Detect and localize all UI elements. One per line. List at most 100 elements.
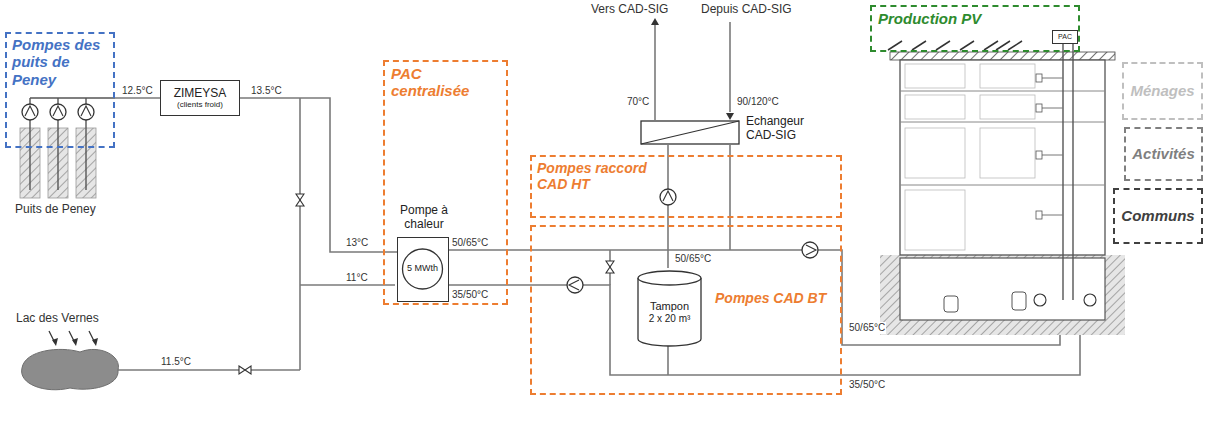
pipe-connector (115, 97, 160, 99)
rain-arrow-head (52, 338, 58, 346)
radiator-symbol (1036, 74, 1042, 82)
well-pipe (85, 120, 86, 190)
pv-panel (960, 41, 974, 50)
circulator-symbol (1084, 294, 1096, 306)
cad-sig-pipe (729, 22, 731, 112)
branch-pipe (1042, 215, 1063, 216)
dashed-group: PAC centraliséePompe à chaleur5 MWth (383, 60, 508, 305)
node-text: Communs (1121, 207, 1194, 224)
node-text: Production PV (878, 10, 981, 27)
node-text: 5 MWth (398, 263, 447, 273)
temperature-label: 35/50°C (848, 379, 886, 391)
heat-exchanger-outline (640, 120, 740, 145)
pump-symbol (78, 104, 94, 120)
pipe-connector (240, 98, 397, 252)
temperature-label: 50/65°C (674, 253, 712, 265)
temperature-label: 50/65°C (451, 237, 489, 249)
heat-pump: Pompe à chaleur5 MWth (397, 237, 449, 302)
temperature-label: Vers CAD-SIG (590, 3, 669, 17)
valve-symbol (239, 366, 251, 374)
boiler-symbol (944, 296, 958, 312)
lake-shape (22, 349, 119, 389)
rain-arrow-head (92, 338, 98, 346)
floor-line (900, 91, 1105, 92)
well-pipe (85, 98, 86, 104)
pipe-connector (667, 145, 669, 155)
node-text: ZIMEYSA (174, 87, 227, 101)
floor-line (900, 185, 1105, 186)
node-text: Tampon (650, 300, 689, 313)
temperature-label: Puits de Peney (14, 203, 97, 217)
zone-bracket: Communs (1113, 188, 1203, 244)
riser-pipe (1062, 44, 1063, 300)
pump-symbol (22, 104, 38, 120)
temperature-label: 11.5°C (160, 356, 192, 368)
branch-pipe (1042, 78, 1063, 79)
node-text: PAC centralisée (391, 65, 501, 100)
node-text: Pompes raccord CAD HT (537, 160, 663, 192)
arrow-head (651, 18, 659, 25)
tank-top (638, 271, 701, 285)
node-text: Pompes CAD BT (715, 290, 826, 306)
lake-return-pipe (118, 369, 300, 371)
roof (890, 52, 1115, 60)
room-outline (980, 128, 1035, 178)
temperature-label: Depuis CAD-SIG (700, 3, 793, 17)
pv-panel (1008, 41, 1022, 50)
return-pipe (300, 284, 395, 286)
well-pipe (57, 120, 58, 190)
radiator-symbol (1036, 211, 1042, 219)
pump-arrow (81, 106, 91, 116)
pump-symbol (50, 104, 66, 120)
riser-pipe (1072, 44, 1073, 300)
temperature-label: Lac des Vernes (15, 312, 100, 326)
valve-symbol (606, 261, 614, 273)
pump-arrow (569, 280, 579, 290)
node-text: Pompe à chaleur (388, 204, 460, 232)
node-text: Ménages (1130, 82, 1194, 99)
pump-arrow (53, 106, 63, 116)
node-text: 2 x 20 m³ (649, 313, 691, 325)
dashed-group: Production PV PAC (870, 5, 1080, 52)
zone-bracket: Activités (1124, 127, 1203, 181)
temperature-label: 11°C (345, 272, 369, 284)
well-pipe (57, 98, 58, 104)
room-outline (905, 64, 965, 88)
pv-panel (912, 41, 926, 50)
room-outline (980, 95, 1035, 119)
pv-panel (888, 41, 902, 50)
circulator-symbol (1034, 294, 1046, 306)
branch-pipe (1042, 108, 1063, 109)
pv-panel (996, 41, 1010, 50)
dashed-group: Pompes raccord CAD HT (530, 155, 842, 218)
pump-arrow (25, 106, 35, 116)
raccord-pipe (729, 145, 731, 250)
header-pipe (30, 97, 115, 99)
dashed-group: Pompes CAD BT Tampon2 x 20 m³ (530, 225, 842, 395)
temperature-label: 12.5°C (121, 85, 154, 97)
temperature-label: 90/120°C (736, 96, 780, 108)
radiator-symbol (1036, 151, 1042, 159)
dashed-group: Pompes des puits de Peney (5, 32, 115, 148)
node-text: (clients froid) (177, 100, 223, 109)
heat-exchanger: Echangeur CAD-SIG (640, 120, 740, 145)
node-text: Echangeur CAD-SIG (746, 115, 826, 143)
branch-pipe (1042, 155, 1063, 156)
room-outline (905, 190, 965, 250)
rain-arrow-head (72, 338, 78, 346)
room-outline (905, 95, 965, 119)
arrow-head (726, 113, 734, 120)
tank-pipe (667, 250, 669, 268)
pump-symbol (802, 242, 818, 258)
temperature-label: 13.5°C (250, 85, 283, 97)
room-outline (905, 128, 965, 178)
process-box: ZIMEYSA(clients froid) (160, 80, 240, 116)
pac-unit: PAC (1052, 30, 1078, 44)
bypass-pipe (299, 98, 301, 370)
basement (900, 258, 1105, 320)
well-pipe (29, 120, 30, 190)
pump-arrow (663, 191, 673, 201)
exchanger-diagonal (641, 121, 739, 144)
valve-symbol (296, 194, 304, 206)
tank-body (638, 278, 701, 346)
